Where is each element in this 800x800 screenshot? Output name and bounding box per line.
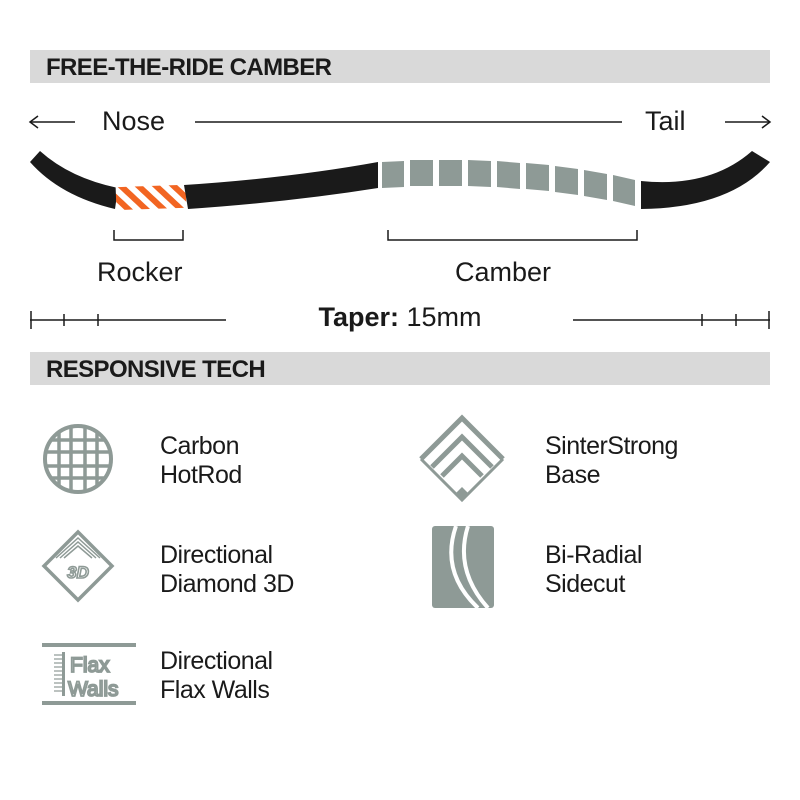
board-tail: [641, 151, 770, 209]
rocker-label: Rocker: [97, 257, 183, 287]
tail-arrow-icon: [725, 115, 772, 129]
camber-label: Camber: [455, 257, 552, 287]
camber-bracket: [387, 230, 638, 241]
bi-radial-sidecut-icon: [432, 526, 494, 608]
rocker-bracket: [113, 230, 184, 241]
nose-arrow-icon: [28, 115, 75, 129]
flax-walls-icon: Flax Walls: [42, 643, 136, 705]
flax-walls-icon-text-1: Flax: [70, 654, 110, 677]
taper-ruler-right: [573, 311, 770, 329]
camber-profile-diagram: [28, 115, 772, 329]
board-middle: [184, 162, 378, 209]
tech-item-line1: Bi-Radial: [545, 541, 642, 569]
camber-section-header: FREE-THE-RIDE CAMBER: [30, 50, 770, 83]
camber-section-title: FREE-THE-RIDE CAMBER: [46, 54, 332, 81]
tech-section-header: RESPONSIVE TECH: [30, 352, 770, 385]
taper-value: 15mm: [406, 302, 482, 332]
nose-label: Nose: [102, 106, 166, 136]
diamond-3d-icon-text: 3D: [67, 563, 89, 582]
taper-readout: Taper: 15mm: [0, 302, 800, 333]
board-nose: [30, 151, 118, 209]
tech-item-line2: Flax Walls: [160, 676, 270, 704]
flax-walls-icon-text-2: Walls: [68, 678, 119, 701]
taper-label: Taper:: [318, 302, 399, 332]
tech-item-line2: Diamond 3D: [160, 570, 294, 598]
tech-item-line1: Carbon: [160, 432, 239, 460]
tech-item-line1: Directional: [160, 647, 273, 675]
taper-ruler-left: [30, 311, 226, 329]
tech-section-title: RESPONSIVE TECH: [46, 356, 266, 383]
tech-item-line2: Sidecut: [545, 570, 625, 598]
camber-zone: [382, 160, 635, 206]
tech-item-line1: SinterStrong: [545, 432, 678, 460]
diamond-3d-icon: 3D: [41, 529, 115, 603]
tail-label: Tail: [645, 106, 686, 136]
rocker-zone: [115, 184, 187, 211]
tech-item-line2: Base: [545, 461, 600, 489]
sinterstrong-diamond-icon: [419, 414, 505, 503]
carbon-grid-icon: [43, 424, 113, 494]
tech-item-line2: HotRod: [160, 461, 242, 489]
tech-item-line1: Directional: [160, 541, 273, 569]
